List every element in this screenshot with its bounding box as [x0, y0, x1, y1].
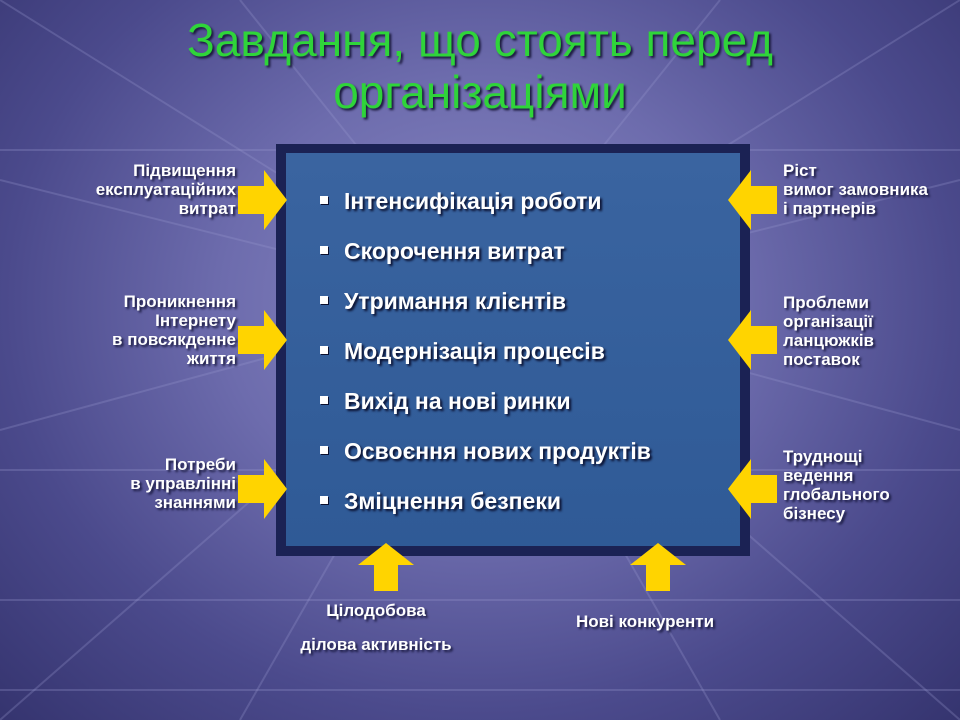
- factor-line: ділова активність: [300, 635, 452, 654]
- factor-line: життя: [186, 349, 236, 368]
- title-line-2: організаціями: [333, 66, 627, 118]
- task-item: Освоєння нових продуктів: [320, 437, 740, 487]
- left-factor-1: Підвищення експлуатаційних витрат: [96, 161, 236, 218]
- task-label: Вихід на нові ринки: [344, 388, 571, 414]
- factor-line: знаннями: [154, 493, 236, 512]
- task-label: Зміцнення безпеки: [344, 488, 561, 514]
- factor-line: Інтернету: [155, 311, 236, 330]
- task-item: Інтенсифікація роботи: [320, 187, 740, 237]
- right-factor-3: Труднощі ведення глобального бізнесу: [783, 447, 890, 523]
- arrow-left-icon: [728, 310, 777, 370]
- factor-line: в повсякденне: [112, 330, 236, 349]
- bullet-icon: [320, 446, 328, 454]
- factor-line: поставок: [783, 350, 860, 369]
- arrow-right-icon: [238, 459, 287, 519]
- factor-line: ведення: [783, 466, 854, 485]
- center-tasks-panel: Інтенсифікація роботи Скорочення витрат …: [286, 153, 740, 546]
- title-line-1: Завдання, що стоять перед: [186, 14, 774, 66]
- factor-line: Проблеми: [783, 293, 869, 312]
- task-label: Інтенсифікація роботи: [344, 188, 602, 214]
- task-item: Вихід на нові ринки: [320, 387, 740, 437]
- factor-line: і партнерів: [783, 199, 876, 218]
- tasks-list: Інтенсифікація роботи Скорочення витрат …: [286, 153, 740, 537]
- bullet-icon: [320, 396, 328, 404]
- factor-line: Потреби: [164, 455, 236, 474]
- arrow-up-icon: [630, 543, 686, 591]
- factor-line: Труднощі: [783, 447, 863, 466]
- task-item: Утримання клієнтів: [320, 287, 740, 337]
- factor-line: ланцюжків: [783, 331, 875, 350]
- right-factor-2: Проблеми організації ланцюжків поставок: [783, 293, 874, 369]
- bottom-factor-1: Цілодобова ділова активність: [276, 594, 476, 662]
- factor-line: Проникнення: [123, 292, 236, 311]
- bullet-icon: [320, 346, 328, 354]
- arrow-up-icon: [358, 543, 414, 591]
- factor-line: в управлінні: [130, 474, 236, 493]
- factor-line: Цілодобова: [326, 601, 426, 620]
- bullet-icon: [320, 196, 328, 204]
- factor-line: вимог замовника: [783, 180, 928, 199]
- factor-line: експлуатаційних: [95, 180, 236, 199]
- right-factor-1: Ріст вимог замовника і партнерів: [783, 161, 928, 218]
- bottom-factor-2: Нові конкуренти: [545, 612, 745, 632]
- arrow-right-icon: [238, 170, 287, 230]
- factor-line: бізнесу: [783, 504, 846, 523]
- factor-line: глобального: [783, 485, 890, 504]
- factor-line: Підвищення: [133, 161, 236, 180]
- arrow-left-icon: [728, 170, 777, 230]
- task-label: Скорочення витрат: [344, 238, 565, 264]
- bullet-icon: [320, 296, 328, 304]
- center-tasks-box: Інтенсифікація роботи Скорочення витрат …: [276, 144, 750, 556]
- bullet-icon: [320, 246, 328, 254]
- task-item: Зміцнення безпеки: [320, 487, 740, 537]
- arrow-left-icon: [728, 459, 777, 519]
- bullet-icon: [320, 496, 328, 504]
- task-item: Скорочення витрат: [320, 237, 740, 287]
- task-item: Модернізація процесів: [320, 337, 740, 387]
- page-title: Завдання, що стоять перед організаціями: [80, 14, 880, 118]
- factor-line: організації: [783, 312, 873, 331]
- factor-line: Нові конкуренти: [575, 612, 715, 631]
- arrow-right-icon: [238, 310, 287, 370]
- task-label: Модернізація процесів: [344, 338, 605, 364]
- factor-line: Ріст: [783, 161, 817, 180]
- factor-line: витрат: [178, 199, 236, 218]
- left-factor-2: Проникнення Інтернету в повсякденне житт…: [112, 292, 236, 368]
- task-label: Утримання клієнтів: [344, 288, 567, 314]
- task-label: Освоєння нових продуктів: [344, 438, 651, 464]
- left-factor-3: Потреби в управлінні знаннями: [130, 455, 236, 512]
